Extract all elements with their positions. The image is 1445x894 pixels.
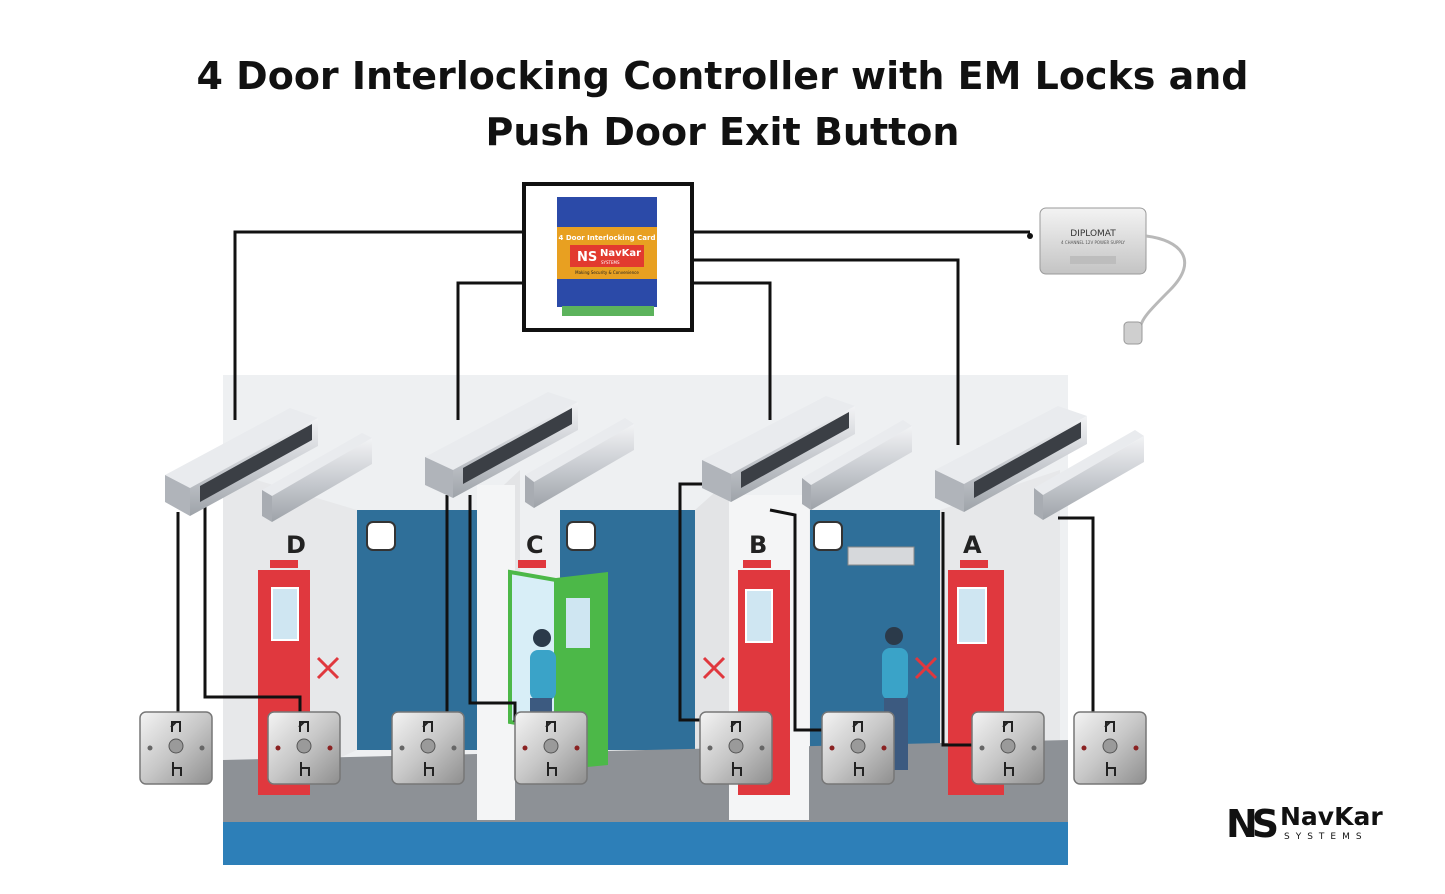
push-button-icon bbox=[728, 738, 744, 754]
push-button-icon bbox=[296, 738, 312, 754]
hand-press-icon bbox=[1004, 762, 1014, 776]
screw-icon bbox=[147, 745, 153, 751]
hand-press-icon bbox=[172, 762, 182, 776]
psu-model: 4 CHANNEL 12V POWER SUPPLY bbox=[1061, 240, 1126, 245]
exit-button bbox=[267, 711, 341, 785]
exit-button bbox=[514, 711, 588, 785]
door-exit-icon bbox=[170, 721, 181, 732]
door-exit-icon bbox=[1104, 721, 1115, 732]
locked-cross-icon bbox=[914, 656, 938, 680]
door-label-b: B bbox=[749, 531, 767, 559]
em-lock-b bbox=[702, 396, 912, 510]
door-label-d: D bbox=[286, 531, 306, 559]
logo-mark: NS bbox=[1226, 802, 1279, 846]
navkar-logo: NS NavKar SYSTEMS bbox=[1226, 802, 1396, 848]
screw-icon bbox=[829, 745, 835, 751]
card-tagline: Making Security & Convenience bbox=[575, 270, 639, 275]
em-lock-d bbox=[165, 408, 372, 522]
exit-button bbox=[1073, 711, 1147, 785]
locked-cross-icon bbox=[702, 656, 726, 680]
diagram-title: 4 Door Interlocking Controller with EM L… bbox=[0, 48, 1445, 160]
screw-icon bbox=[522, 745, 528, 751]
logo-name: NavKar bbox=[1280, 802, 1383, 831]
exit-button bbox=[821, 711, 895, 785]
screw-icon bbox=[574, 745, 580, 751]
title-line-2: Push Door Exit Button bbox=[485, 110, 960, 154]
hand-press-icon bbox=[1106, 762, 1116, 776]
screw-icon bbox=[1133, 745, 1139, 751]
em-lock-c bbox=[425, 392, 634, 508]
person-icon bbox=[882, 627, 908, 770]
screw-icon bbox=[399, 745, 405, 751]
door-exit-icon bbox=[730, 721, 741, 732]
screw-icon bbox=[275, 745, 281, 751]
push-button-icon bbox=[850, 738, 866, 754]
push-button-icon bbox=[543, 738, 559, 754]
door-label-a: A bbox=[963, 531, 982, 559]
screw-icon bbox=[881, 745, 887, 751]
exit-button bbox=[699, 711, 773, 785]
door-exit-icon bbox=[545, 721, 556, 732]
hand-press-icon bbox=[854, 762, 864, 776]
card-brand-sub: SYSTEMS bbox=[601, 260, 620, 265]
hand-press-icon bbox=[300, 762, 310, 776]
screw-icon bbox=[451, 745, 457, 751]
door-label-c: C bbox=[526, 531, 544, 559]
screw-icon bbox=[199, 745, 205, 751]
locked-cross-icon bbox=[316, 656, 340, 680]
screw-icon bbox=[707, 745, 713, 751]
screw-icon bbox=[1031, 745, 1037, 751]
card-brand-mark: NS bbox=[577, 250, 597, 265]
hand-press-icon bbox=[547, 762, 557, 776]
hand-press-icon bbox=[424, 762, 434, 776]
screw-icon bbox=[327, 745, 333, 751]
exit-button bbox=[139, 711, 213, 785]
push-button-icon bbox=[1000, 738, 1016, 754]
power-cord bbox=[1138, 234, 1187, 331]
screw-icon bbox=[979, 745, 985, 751]
card-brand-name: NavKar bbox=[600, 248, 641, 259]
door-exit-icon bbox=[852, 721, 863, 732]
hand-press-icon bbox=[732, 762, 742, 776]
push-button-icon bbox=[1102, 738, 1118, 754]
title-line-1: 4 Door Interlocking Controller with EM L… bbox=[196, 54, 1249, 98]
exit-button bbox=[971, 711, 1045, 785]
psu-brand: DIPLOMAT bbox=[1070, 229, 1116, 239]
door-exit-icon bbox=[1002, 721, 1013, 732]
interlocking-controller: 4 Door Interlocking Card NS NavKar SYSTE… bbox=[522, 182, 694, 332]
screw-icon bbox=[759, 745, 765, 751]
em-lock-a bbox=[935, 406, 1144, 520]
door-exit-icon bbox=[298, 721, 309, 732]
push-button-icon bbox=[168, 738, 184, 754]
card-title: 4 Door Interlocking Card bbox=[559, 234, 656, 242]
exit-button bbox=[391, 711, 465, 785]
door-exit-icon bbox=[422, 721, 433, 732]
push-button-icon bbox=[420, 738, 436, 754]
screw-icon bbox=[1081, 745, 1087, 751]
logo-sub: SYSTEMS bbox=[1284, 832, 1368, 842]
power-supply: DIPLOMAT 4 CHANNEL 12V POWER SUPPLY bbox=[1027, 207, 1187, 345]
plug-icon bbox=[1123, 321, 1143, 345]
